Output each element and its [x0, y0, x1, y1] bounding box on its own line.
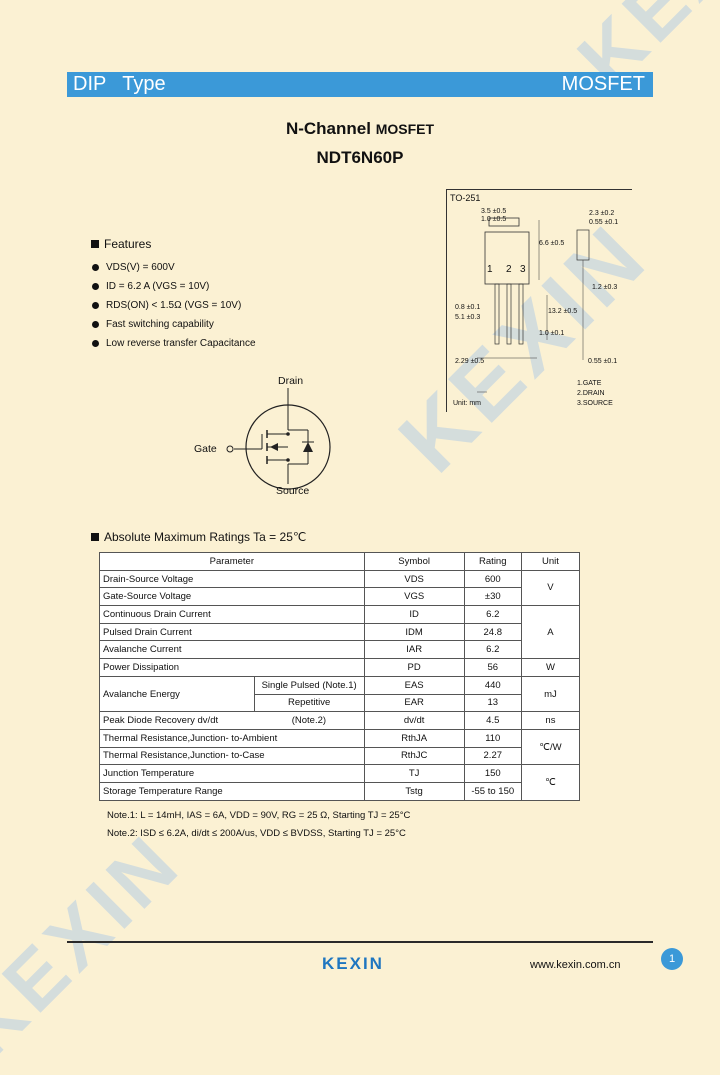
page-number-badge: 1 — [661, 948, 683, 970]
bullet-icon — [92, 302, 99, 309]
package-drawing-icon — [477, 217, 590, 393]
dimension-label: 1.0 ±0.1 — [539, 330, 565, 337]
table-row: Avalanche Energy Single Pulsed (Note.1) … — [99, 675, 581, 713]
ratings-table: Parameter Symbol Rating Unit Drain-Sourc… — [99, 552, 581, 801]
bullet-icon — [92, 264, 99, 271]
square-bullet-icon — [91, 240, 99, 248]
header-symbol: Symbol — [363, 552, 465, 571]
table-row: Thermal Resistance,Junction- to-Ambient … — [99, 728, 581, 766]
table-row: Junction Temperature TJ 150 ℃ — [99, 764, 581, 801]
note-2: Note.2: ISD ≤ 6.2A, di/dt ≤ 200A/us, VDD… — [107, 828, 406, 839]
pin-legend: 2.DRAIN — [577, 390, 605, 397]
table-row: Continuous Drain Current ID 6.2 A — [99, 605, 581, 660]
package-name: TO-251 — [450, 193, 481, 203]
watermark: KEXIN — [0, 816, 198, 1074]
dimension-label: 0.55 ±0.1 — [588, 358, 618, 365]
bullet-icon — [92, 283, 99, 290]
bullet-icon — [92, 340, 99, 347]
table-row: Power Dissipation PD 56 W — [99, 658, 581, 677]
dimension-label: 1.2 ±0.3 — [592, 284, 618, 291]
part-number: NDT6N60P — [316, 148, 404, 167]
dimension-label: 6.6 ±0.5 — [539, 240, 565, 247]
header-unit: Unit — [520, 552, 581, 571]
gate-label: Gate — [194, 443, 217, 455]
dimension-label: 2.3 ±0.2 — [589, 210, 615, 217]
features-heading: Features — [91, 237, 151, 251]
dimension-label: 3.5 ±0.5 — [481, 208, 507, 215]
banner-category-label: MOSFET — [561, 73, 645, 95]
dimension-label: 2.29 ±0.5 — [455, 358, 485, 365]
footer-divider — [67, 941, 653, 943]
drain-label: Drain — [278, 375, 304, 387]
header-banner: DIP Type MOSFET — [67, 72, 653, 97]
mosfet-schematic-symbol: Drain Gate Source — [190, 372, 350, 502]
table-row: Storage Temperature Range Tstg -55 to 15… — [99, 781, 580, 801]
unit-label: Unit: mm — [453, 400, 481, 407]
mosfet-label: MOSFET — [375, 121, 435, 137]
website-url: www.kexin.com.cn — [530, 959, 621, 971]
device-title: N-Channel MOSFET — [0, 119, 720, 139]
package-outline-drawing: TO-251 1 2 3 3.5 ±0.5 1.0 ±0.5 2.3 ±0.2 … — [446, 189, 632, 412]
dimension-label: 0.55 ±0.1 — [589, 219, 619, 226]
table-row: Repetitive EAR 13 — [100, 693, 580, 713]
header-parameter: Parameter — [99, 552, 365, 571]
table-row: Thermal Resistance,Junction- to-Case Rth… — [99, 746, 580, 766]
bullet-icon — [92, 321, 99, 328]
dimension-label: 13.2 ±0.5 — [548, 308, 578, 315]
channel-label: N-Channel — [285, 119, 371, 138]
features-list: VDS(V) = 600V ID = 6.2 A (VGS = 10V) RDS… — [92, 258, 256, 353]
dimension-label: 0.8 ±0.1 — [455, 304, 481, 311]
ratings-heading: Absolute Maximum Ratings Ta = 25℃ — [91, 530, 306, 544]
header-rating: Rating — [463, 552, 522, 571]
pin-number: 3 — [520, 264, 526, 275]
list-item: ID = 6.2 A (VGS = 10V) — [92, 277, 256, 296]
list-item: Low reverse transfer Capacitance — [92, 334, 256, 353]
table-header-row: Parameter Symbol Rating Unit — [99, 552, 581, 571]
pin-number: 2 — [506, 264, 512, 275]
list-item: VDS(V) = 600V — [92, 258, 256, 277]
dimension-label: 5.1 ±0.3 — [455, 314, 481, 321]
pin-legend: 3.SOURCE — [577, 400, 613, 407]
table-row: Drain-Source Voltage VDS 600 V — [99, 569, 581, 607]
source-label: Source — [276, 485, 310, 497]
table-row: Pulsed Drain Current IDM 24.8 — [99, 622, 580, 642]
table-row: Peak Diode Recovery dv/dt (Note.2) dv/dt… — [99, 711, 581, 730]
table-row: Gate-Source Voltage VGS ±30 — [99, 587, 580, 607]
square-bullet-icon — [91, 533, 99, 541]
pin-number: 1 — [487, 264, 493, 275]
list-item: Fast switching capability — [92, 315, 256, 334]
dimension-label: 1.0 ±0.5 — [481, 216, 507, 223]
note-1: Note.1: L = 14mH, IAS = 6A, VDD = 90V, R… — [107, 810, 411, 821]
list-item: RDS(ON) < 1.5Ω (VGS = 10V) — [92, 296, 256, 315]
mosfet-symbol-icon — [226, 388, 331, 490]
kexin-logo: KEXIN — [322, 954, 384, 973]
table-row: Avalanche Current IAR 6.2 — [99, 640, 580, 660]
pin-legend: 1.GATE — [577, 380, 602, 387]
banner-type-label: DIP Type — [73, 73, 166, 95]
